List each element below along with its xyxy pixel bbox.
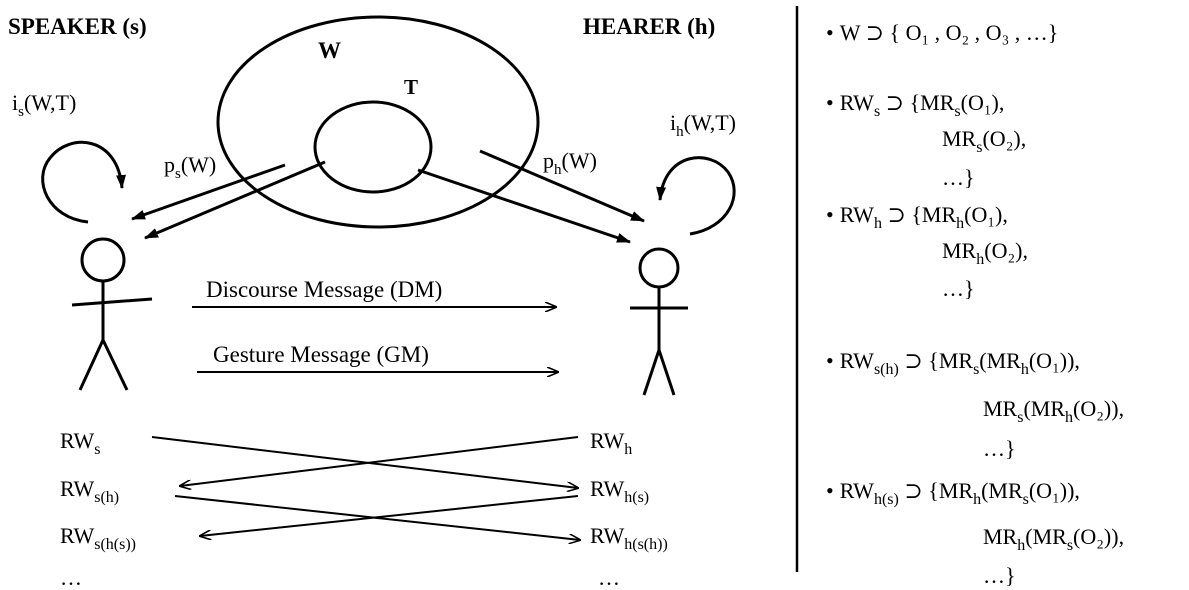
hearer-rw-h: RWh	[590, 428, 632, 458]
rwsh-definition-line2: MRs(MRh(O₂)),	[983, 396, 1124, 426]
hearer-rw-h-s: RWh(s)	[590, 476, 649, 506]
hearer-introspection-label: ih(W,T)	[670, 110, 736, 140]
rws-definition-line2: MRs(O₂),	[942, 126, 1026, 156]
hearer-ellipsis: …	[598, 565, 620, 590]
rwh-definition-line2: MRh(O₂),	[942, 238, 1028, 268]
hearer-perception-arrow-inner	[417, 168, 631, 244]
hearer-heading: HEARER (h)	[583, 14, 715, 39]
rw-h-s-to-rw-s-h-s-arrow	[200, 495, 579, 536]
speaker-perception-arrow-inner	[144, 160, 326, 240]
speaker-ellipsis: …	[60, 565, 82, 590]
hearer-figure	[630, 247, 688, 396]
hearer-perception-label: ph(W)	[543, 148, 597, 178]
hearer-introspection-loop	[656, 156, 736, 236]
rwh-definition: •RWh ⊃ {MRh(O₁),	[826, 202, 1008, 232]
speaker-rw-s: RWs	[60, 428, 100, 458]
rws-definition-line3: …}	[942, 165, 975, 190]
rwh-definition-line3: …}	[942, 276, 975, 301]
speaker-figure	[71, 237, 153, 391]
world-label: W	[318, 38, 341, 63]
rws-definition: •RWs ⊃ {MRs(O₁),	[826, 90, 1004, 120]
topic-label: T	[404, 75, 418, 99]
rwhs-definition-line3: …}	[983, 563, 1016, 588]
hearer-rw-h-s-h: RWh(s(h))	[590, 523, 668, 553]
hearer-perception-arrow-outer	[479, 149, 645, 223]
rwhs-definition: •RWh(s) ⊃ {MRh(MRs(O₁)),	[826, 478, 1080, 508]
speaker-introspection-label: is(W,T)	[12, 90, 76, 120]
topic-ellipse	[313, 100, 433, 194]
world-ellipse	[216, 15, 540, 229]
gesture-message-label: Gesture Message (GM)	[213, 342, 429, 367]
speaker-perception-label: ps(W)	[164, 152, 216, 182]
speaker-rw-s-h-s: RWs(h(s))	[60, 523, 136, 553]
rwsh-definition: •RWs(h) ⊃ {MRs(MRh(O₁)),	[826, 348, 1080, 378]
speaker-perception-arrow-outer	[131, 163, 286, 221]
rw-h-to-rw-s-h-arrow	[180, 436, 579, 486]
rwhs-definition-line2: MRh(MRs(O₂)),	[983, 524, 1124, 554]
rwsh-definition-line3: …}	[983, 436, 1016, 461]
discourse-message-label: Discourse Message (DM)	[206, 277, 442, 302]
world-definition: •W ⊃ { O₁ , O₂ , O₃ , …}	[826, 20, 1058, 45]
speaker-heading: SPEAKER (s)	[8, 14, 147, 39]
definitions-panel: •W ⊃ { O₁ , O₂ , O₃ , …} •RWs ⊃ {MRs(O₁)…	[826, 20, 1124, 588]
speaker-introspection-loop	[41, 140, 126, 224]
speaker-rw-s-h: RWs(h)	[60, 476, 119, 506]
